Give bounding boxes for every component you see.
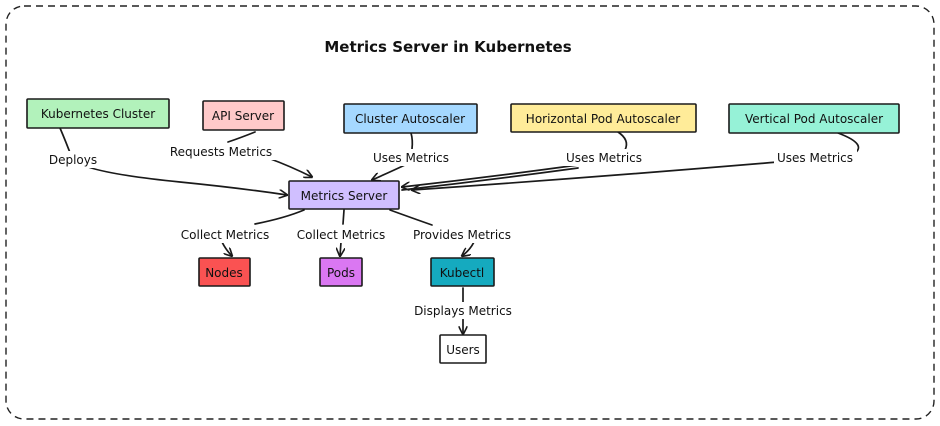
node-pods: Pods [319,257,363,287]
svg-text:Pods: Pods [327,266,355,280]
diagram-title: Metrics Server in Kubernetes [324,38,571,56]
svg-text:Kubectl: Kubectl [440,266,485,280]
edge-hpa-uses-metrics [402,131,628,190]
svg-text:Cluster Autoscaler: Cluster Autoscaler [355,112,465,126]
edge-label-cluster-autoscaler-uses-metrics: Uses Metrics [370,149,453,166]
svg-text:Deploys: Deploys [49,153,97,167]
node-users: Users [439,334,487,364]
node-vertical-pod-autoscaler: Vertical Pod Autoscaler [728,103,900,134]
svg-text:Requests Metrics: Requests Metrics [170,145,272,159]
edge-label-vpa-uses-metrics: Uses Metrics [774,149,857,166]
node-kubernetes-cluster: Kubernetes Cluster [26,98,170,129]
svg-text:Uses Metrics: Uses Metrics [566,151,642,165]
edge-label-requests-metrics: Requests Metrics [166,143,276,160]
svg-text:Displays Metrics: Displays Metrics [414,304,512,318]
node-horizontal-pod-autoscaler: Horizontal Pod Autoscaler [510,103,697,133]
edge-deploys [59,127,287,195]
edge-label-collect-nodes: Collect Metrics [177,226,273,243]
node-cluster-autoscaler: Cluster Autoscaler [343,103,478,134]
node-kubectl: Kubectl [430,257,495,287]
svg-text:Uses Metrics: Uses Metrics [777,151,853,165]
edge-collect-nodes [221,209,305,256]
edge-label-collect-pods: Collect Metrics [293,226,389,243]
svg-text:Collect Metrics: Collect Metrics [297,228,385,242]
svg-text:Collect Metrics: Collect Metrics [181,228,269,242]
edge-collect-pods [340,209,344,256]
svg-text:Users: Users [446,343,480,357]
svg-text:Kubernetes Cluster: Kubernetes Cluster [41,107,155,121]
edge-label-hpa-uses-metrics: Uses Metrics [563,149,646,166]
edge-label-provides-metrics: Provides Metrics [410,226,515,243]
node-nodes: Nodes [198,257,251,287]
edge-label-deploys: Deploys [48,151,98,168]
svg-text:Uses Metrics: Uses Metrics [373,151,449,165]
svg-text:Metrics Server: Metrics Server [301,189,388,203]
node-api-server: API Server [202,100,285,131]
svg-text:Provides Metrics: Provides Metrics [413,228,511,242]
edge-cluster-autoscaler-uses-metrics [372,132,414,180]
svg-text:API Server: API Server [212,109,274,123]
edge-provides-metrics [389,209,475,256]
svg-text:Nodes: Nodes [205,266,243,280]
svg-text:Vertical Pod Autoscaler: Vertical Pod Autoscaler [745,112,883,126]
node-metrics-server: Metrics Server [288,180,400,210]
edge-label-displays-metrics: Displays Metrics [411,302,515,319]
svg-text:Horizontal Pod Autoscaler: Horizontal Pod Autoscaler [526,112,680,126]
diagram-frame [5,5,935,420]
